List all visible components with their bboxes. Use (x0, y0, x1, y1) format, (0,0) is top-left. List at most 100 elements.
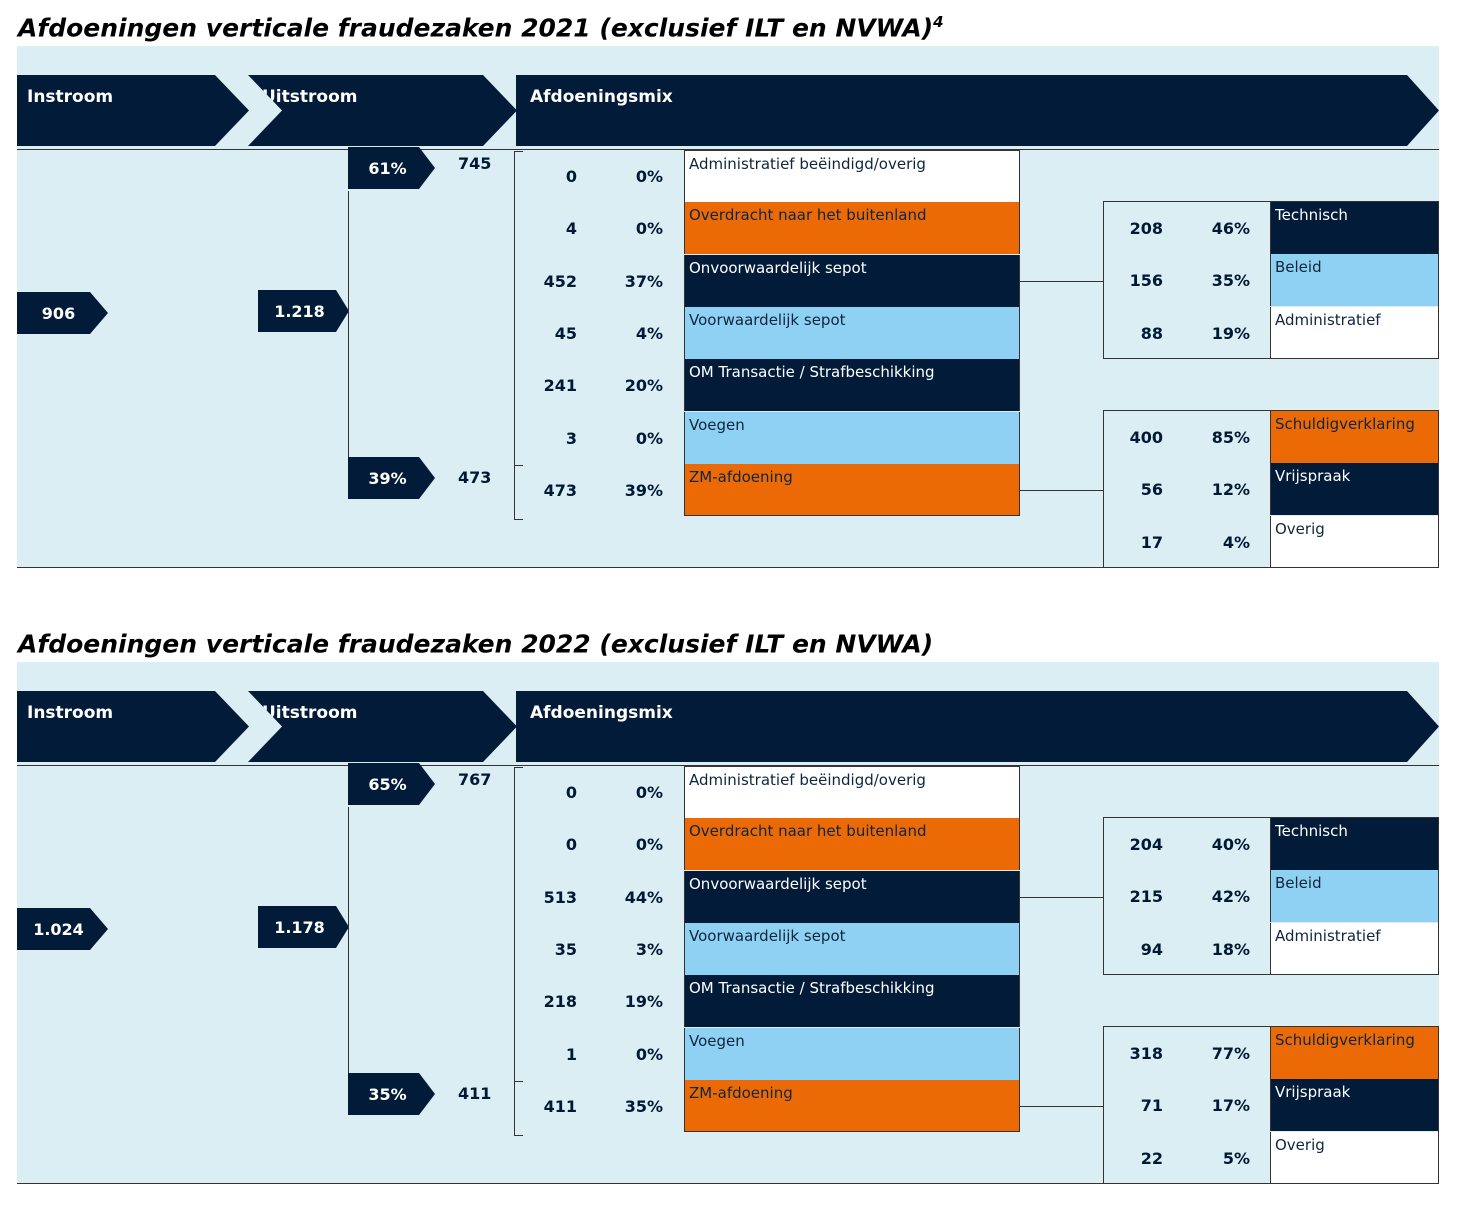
connector-zm (1020, 1106, 1103, 1107)
header-uitstroom: Uitstroom (248, 75, 517, 146)
zm-value: 318 (1129, 1044, 1163, 1063)
header-label: Instroom (27, 87, 114, 107)
mix-percentage: 0% (635, 428, 663, 448)
mix-row: Overdracht naar het buitenland (684, 202, 1020, 255)
sepot-row: Technisch (1270, 202, 1439, 254)
mix-percentage: 37% (624, 271, 663, 291)
sepot-value: 215 (1129, 887, 1163, 907)
top-total: 767 (458, 770, 492, 789)
mix-value: 513 (543, 887, 577, 907)
mix-percentage: 0% (635, 1044, 663, 1064)
instroom-value: 906 (17, 292, 108, 334)
sepot-row: Beleid (1270, 870, 1439, 923)
sepot-value: 94 (1140, 939, 1163, 959)
mix-label: OM Transactie / Strafbeschikking (689, 363, 935, 382)
title-footnote: 4 (933, 13, 944, 31)
mix-percentage: 0% (635, 219, 663, 239)
mix-row: ZM-afdoening (684, 463, 1020, 516)
sepot-value: 204 (1129, 835, 1163, 854)
mix-row: Voorwaardelijk sepot (684, 306, 1020, 359)
zm-value: 17 (1140, 532, 1163, 552)
mix-row: ZM-afdoening (684, 1079, 1020, 1132)
mix-value: 3 (565, 428, 577, 448)
mix-percentage: 0% (635, 783, 663, 802)
mix-label: Overdracht naar het buitenland (689, 822, 927, 841)
mix-value: 241 (543, 376, 577, 396)
bracket-bottom (514, 1081, 523, 1136)
sepot-label: Beleid (1275, 258, 1322, 277)
bracket-top (514, 767, 523, 1082)
mix-row: Voegen (684, 1027, 1020, 1080)
title-text: Afdoeningen verticale fraudezaken 2021 (… (18, 13, 934, 43)
header-afdoeningsmix: Afdoeningsmix (516, 75, 1439, 146)
top-share: 65% (348, 763, 435, 805)
zm-percentage: 17% (1211, 1096, 1250, 1116)
top-total: 745 (458, 154, 492, 173)
zm-value: 22 (1140, 1148, 1163, 1168)
section-title: Afdoeningen verticale fraudezaken 2022 (… (18, 631, 933, 656)
mix-value: 0 (565, 783, 577, 802)
header-label: Uitstroom (262, 703, 358, 723)
header-instroom: Instroom (17, 75, 249, 146)
mix-label: Voorwaardelijk sepot (689, 310, 846, 329)
mix-label: Administratief beëindigd/overig (689, 771, 926, 789)
zm-label: Overig (1275, 1135, 1325, 1154)
header-label: Uitstroom (262, 87, 358, 107)
mix-label: Administratief beëindigd/overig (689, 155, 926, 173)
mix-label: Onvoorwaardelijk sepot (689, 258, 867, 277)
header-divider (17, 765, 1439, 766)
sepot-percentage: 40% (1211, 835, 1250, 854)
zm-label: Vrijspraak (1275, 1083, 1351, 1102)
mix-percentage: 44% (624, 887, 663, 907)
split-line (348, 807, 349, 1097)
mix-row: Administratief beëindigd/overig (684, 150, 1020, 202)
bracket-bottom (514, 465, 523, 520)
zm-percentage: 4% (1222, 532, 1250, 552)
bottom-share: 39% (348, 457, 435, 499)
zm-row: Vrijspraak (1270, 1079, 1439, 1132)
header-uitstroom: Uitstroom (248, 691, 517, 762)
mix-percentage: 0% (635, 835, 663, 855)
mix-row: Overdracht naar het buitenland (684, 818, 1020, 871)
sepot-label: Technisch (1275, 822, 1348, 840)
sepot-row: Technisch (1270, 818, 1439, 870)
mix-row: Voorwaardelijk sepot (684, 922, 1020, 975)
zm-value: 400 (1129, 428, 1163, 447)
mix-value: 1 (565, 1044, 577, 1064)
instroom-value: 1.024 (17, 908, 108, 950)
mix-row: Voegen (684, 411, 1020, 464)
zm-row: Overig (1270, 1131, 1439, 1183)
mix-value: 218 (543, 992, 577, 1012)
mix-row: Administratief beëindigd/overig (684, 766, 1020, 818)
mix-label: Voegen (689, 415, 745, 434)
mix-value: 35 (554, 939, 577, 959)
zm-percentage: 5% (1222, 1148, 1250, 1168)
mix-row: Onvoorwaardelijk sepot (684, 870, 1020, 923)
section-title: Afdoeningen verticale fraudezaken 2021 (… (18, 13, 944, 43)
zm-row: Overig (1270, 515, 1439, 567)
mix-label: OM Transactie / Strafbeschikking (689, 979, 935, 998)
sepot-label: Beleid (1275, 874, 1322, 893)
mix-label: Voegen (689, 1031, 745, 1050)
top-share: 61% (348, 147, 435, 189)
mix-percentage: 3% (635, 939, 663, 959)
mix-row: OM Transactie / Strafbeschikking (684, 359, 1020, 412)
sepot-percentage: 18% (1211, 939, 1250, 959)
bottom-total: 411 (458, 1084, 492, 1103)
title-text: Afdoeningen verticale fraudezaken 2022 (… (18, 629, 934, 659)
split-line (348, 191, 349, 481)
sepot-label: Technisch (1275, 206, 1348, 224)
sepot-value: 88 (1140, 323, 1163, 343)
mix-percentage: 35% (624, 1096, 663, 1116)
sepot-row: Administratief (1270, 306, 1439, 358)
mix-value: 0 (565, 835, 577, 855)
header-label: Instroom (27, 703, 114, 723)
zm-percentage: 77% (1211, 1044, 1250, 1063)
zm-label: Schuldigverklaring (1275, 1031, 1415, 1049)
connector-sepot (1020, 281, 1103, 282)
zm-label: Overig (1275, 519, 1325, 538)
mix-label: ZM-afdoening (689, 1083, 793, 1102)
sepot-value: 156 (1129, 271, 1163, 291)
header-instroom: Instroom (17, 691, 249, 762)
sepot-percentage: 42% (1211, 887, 1250, 907)
